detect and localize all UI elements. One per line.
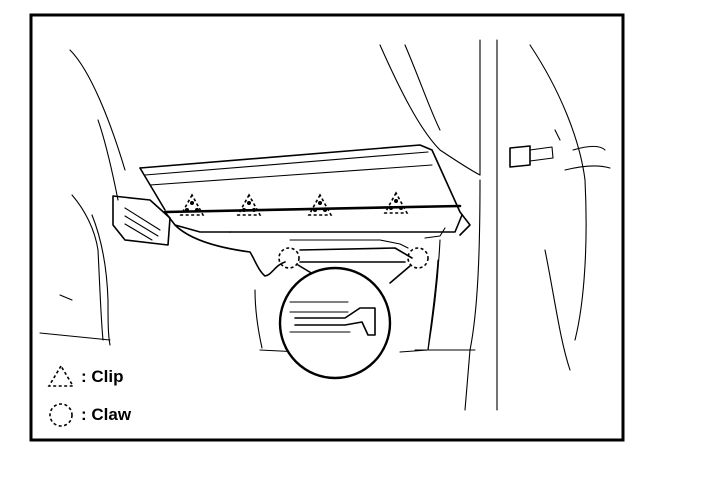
legend: : Clip : Claw [47,364,132,427]
vehicle-body-outline [39,49,126,346]
trim-panel [139,144,476,353]
claw-markers [278,247,429,269]
clip-marker [179,193,205,216]
claw-legend-icon [49,403,73,427]
claw-marker [407,247,429,269]
claw-detail-callout [278,264,411,380]
claw-marker [278,247,300,269]
clip-markers [179,191,409,216]
diagram-frame [29,13,625,442]
clip-marker [307,193,333,216]
clip-legend-icon [47,364,75,387]
vent-grille [112,195,171,246]
clip-marker [236,193,262,216]
clip-marker [383,191,409,214]
door-pillar [379,39,611,411]
clip-legend-label: : Clip [81,367,124,386]
claw-legend-label: : Claw [81,405,132,424]
